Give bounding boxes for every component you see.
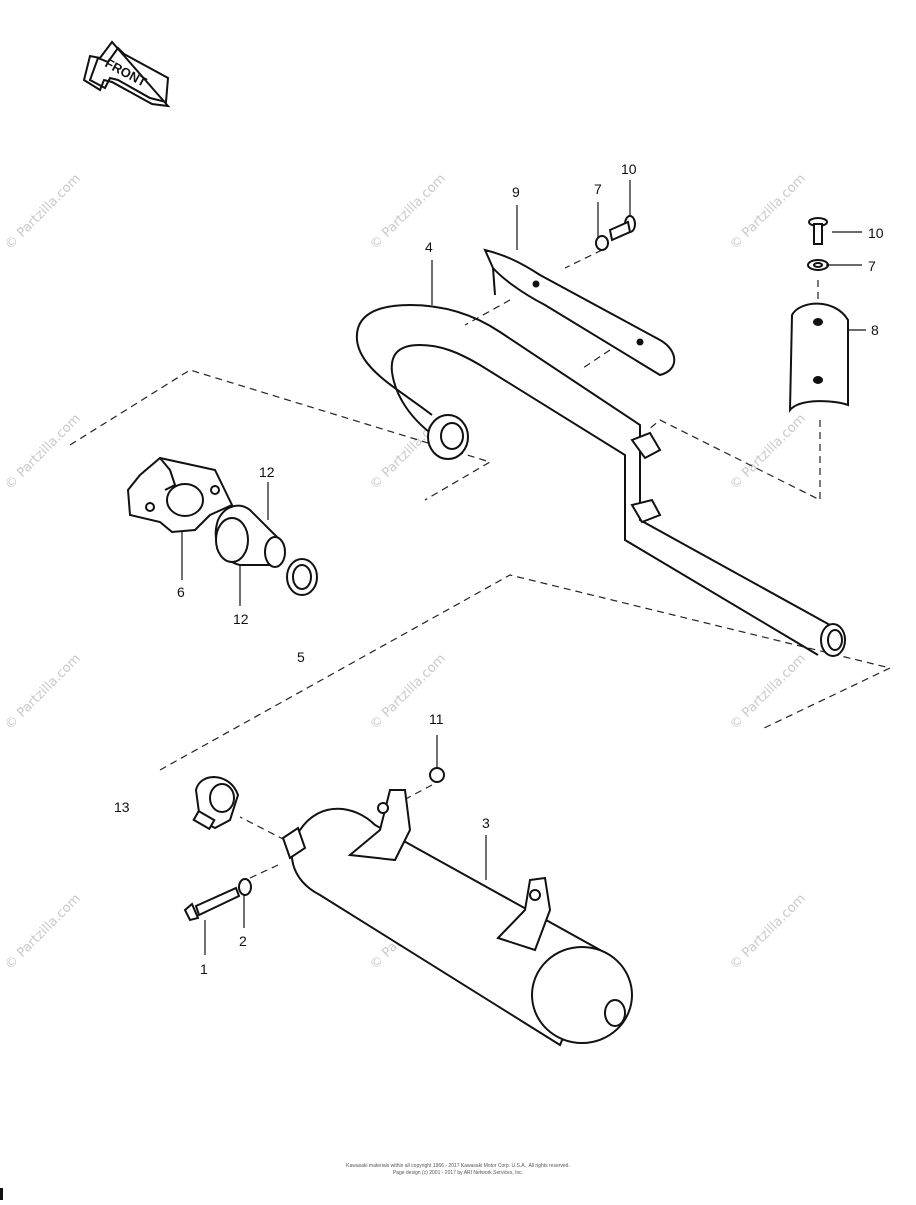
callout-1: 1: [200, 961, 208, 977]
washer-part: [238, 878, 252, 896]
bolt-part: [183, 886, 241, 922]
callout-labels: 4 9 7 10 10 7 8 12 6 12 5 11 13 3 2 1: [114, 161, 884, 977]
watermark: © Partzilla.com: [727, 891, 809, 973]
watermark: © Partzilla.com: [367, 171, 449, 253]
callout-7: 7: [594, 181, 602, 197]
callout-5: 5: [297, 649, 305, 665]
callout-11: 11: [429, 711, 444, 727]
flange-holder-part: [126, 456, 234, 534]
footer-design: Page design (c) 2001 - 2017 by ARI Netwo…: [392, 1170, 524, 1176]
front-arrow-icon: FRONT: [82, 40, 171, 108]
callout-9: 9: [512, 184, 520, 200]
watermark: © Partzilla.com: [2, 171, 84, 253]
callout-2: 2: [239, 933, 247, 949]
callout-7: 7: [868, 258, 876, 274]
protector-part: [788, 302, 849, 413]
callout-10: 10: [621, 161, 637, 177]
callout-10: 10: [868, 225, 884, 241]
assembly-dash-lines: [69, 249, 892, 879]
callout-12: 12: [233, 611, 249, 627]
pipe-joint-part: [214, 504, 318, 596]
watermark: © Partzilla.com: [2, 651, 84, 733]
watermark: © Partzilla.com: [727, 651, 809, 733]
leader-lines: [181, 180, 866, 955]
callout-13: 13: [114, 799, 130, 815]
edge-mark: [0, 1188, 3, 1200]
screw-part: [807, 217, 829, 271]
callout-3: 3: [482, 815, 490, 831]
callout-6: 6: [177, 584, 185, 600]
callout-12: 12: [259, 464, 275, 480]
watermark: © Partzilla.com: [2, 891, 84, 973]
watermark: © Partzilla.com: [727, 171, 809, 253]
clamp-part: [192, 776, 240, 831]
heat-shield-part: [483, 248, 676, 377]
exhaust-pipe-part: [355, 303, 846, 657]
nut-part: [429, 767, 445, 783]
muffler-part: [281, 789, 633, 1047]
footer-copyright: Kawasaki materials within all copyright …: [346, 1163, 570, 1169]
watermark: © Partzilla.com: [727, 411, 809, 493]
watermark: © Partzilla.com: [2, 411, 84, 493]
screw-washer-part: [595, 215, 636, 251]
callout-4: 4: [425, 239, 433, 255]
callout-8: 8: [871, 322, 879, 338]
